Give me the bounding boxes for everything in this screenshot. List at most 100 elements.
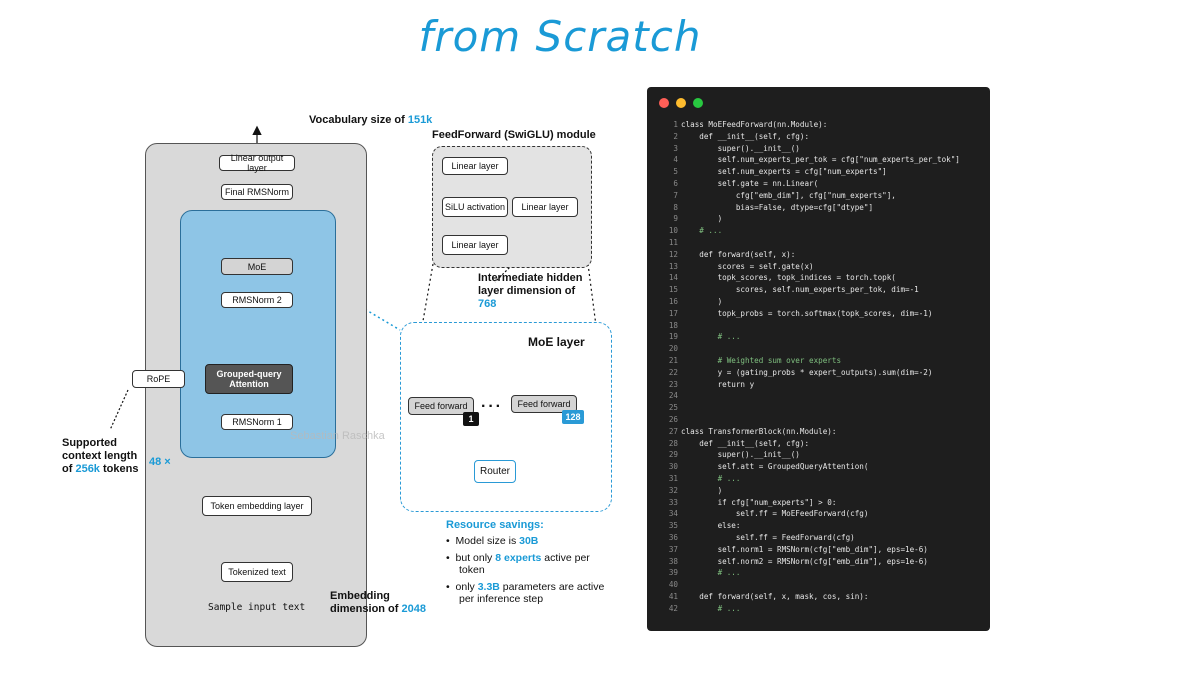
code-text: def forward(self, x):: [681, 249, 796, 259]
tokenized-text: Tokenized text: [221, 562, 293, 582]
code-text: self.norm1 = RMSNorm(cfg["emb_dim"], eps…: [681, 544, 928, 554]
vocab-annotation: Vocabulary size of 151k: [309, 114, 432, 127]
context-line-1: Supported: [62, 437, 117, 449]
code-text: return y: [681, 379, 755, 389]
expert-badge-1: 1: [463, 412, 479, 426]
line-number: 31: [668, 474, 678, 483]
line-number: 39: [668, 568, 678, 578]
code-text: self.norm2 = RMSNorm(cfg["emb_dim"], eps…: [681, 556, 928, 566]
ff-linear-top: Linear layer: [442, 157, 508, 175]
code-text: # Weighted sum over experts: [681, 356, 842, 365]
context-value: 256k: [75, 463, 100, 475]
code-window: [647, 87, 990, 631]
embedding-annotation: Embedding dimension of 2048: [330, 590, 426, 616]
code-line: 35 else:: [652, 521, 741, 531]
line-number: 29: [668, 450, 678, 460]
resource-item-3-line-2: per inference step: [459, 593, 544, 605]
hidden-line-1: Intermediate hidden: [478, 272, 583, 284]
code-line: 42 # ...: [652, 603, 741, 614]
line-number: 8: [673, 202, 678, 212]
resource-item-2-value: 8 experts: [495, 551, 542, 564]
line-number: 13: [668, 261, 678, 271]
code-text: def __init__(self, cfg):: [681, 131, 810, 141]
linear-output-layer: Linear output layer: [219, 153, 295, 173]
code-line: 12 def forward(self, x):: [652, 250, 795, 260]
code-text: y = (gating_probs * expert_outputs).sum(…: [681, 367, 933, 377]
resource-list: • Model size is 30B • but only 8 experts…: [446, 535, 604, 606]
context-line-2: context length: [62, 450, 138, 462]
code-text: # ...: [681, 474, 741, 483]
hidden-line-2: layer dimension of: [478, 285, 576, 297]
resource-item-3-text: only: [455, 580, 478, 593]
code-line: 26: [652, 415, 681, 425]
line-number: 9: [673, 214, 678, 224]
line-number: 41: [668, 592, 678, 601]
code-line: 25: [652, 403, 681, 413]
line-number: 26: [668, 415, 678, 424]
line-number: 27: [668, 426, 678, 436]
code-text: else:: [681, 521, 741, 531]
code-line: 28 def __init__(self, cfg):: [652, 439, 809, 449]
code-line: 18: [652, 321, 681, 331]
line-number: 30: [668, 462, 678, 472]
code-text: self.num_experts_per_tok = cfg["num_expe…: [681, 155, 960, 165]
line-number: 16: [668, 297, 678, 306]
resource-savings: Resource savings: • Model size is 30B • …: [446, 519, 604, 606]
code-text: # ...: [681, 332, 741, 342]
vocab-label: Vocabulary size of: [309, 114, 408, 126]
code-line: 34 self.ff = MoEFeedForward(cfg): [652, 509, 869, 519]
embedding-value: 2048: [401, 603, 426, 615]
code-line: 8 bias=False, dtype=cfg["dtype"]: [652, 203, 873, 213]
window-minimize-dot[interactable]: [676, 98, 686, 108]
line-number: 22: [668, 367, 678, 377]
code-text: cfg["emb_dim"], cfg["num_experts"],: [681, 190, 896, 200]
line-number: 34: [668, 509, 678, 519]
code-text: scores = self.gate(x): [681, 261, 814, 271]
ellipsis: ···: [481, 398, 503, 415]
code-line: 17 topk_probs = torch.softmax(topk_score…: [652, 309, 933, 319]
window-maximize-dot[interactable]: [693, 98, 703, 108]
rmsnorm-2: RMSNorm 2: [221, 292, 293, 308]
code-line: 30 self.att = GroupedQueryAttention(: [652, 462, 869, 472]
code-line: 37 self.norm1 = RMSNorm(cfg["emb_dim"], …: [652, 545, 928, 555]
line-number: 5: [673, 167, 678, 177]
code-text: if cfg["num_experts"] > 0:: [681, 497, 837, 507]
resource-item-2-text: but only: [455, 551, 496, 564]
code-line: 7 cfg["emb_dim"], cfg["num_experts"],: [652, 190, 896, 201]
code-line: 13 scores = self.gate(x): [652, 262, 814, 272]
code-line: 9 ): [652, 214, 722, 224]
code-line: 38 self.norm2 = RMSNorm(cfg["emb_dim"], …: [652, 557, 928, 567]
line-number: 15: [668, 285, 678, 295]
context-suffix: tokens: [99, 463, 139, 475]
repeat-count: 48 ×: [149, 456, 171, 468]
router-box: Router: [474, 460, 516, 483]
code-text: # ...: [681, 603, 741, 613]
embedding-line-1: Embedding: [330, 590, 390, 602]
resource-item-2-suffix: active per: [541, 551, 590, 564]
grouped-query-attention: Grouped-query Attention: [205, 364, 293, 394]
resource-item-3-suffix: parameters are active: [499, 580, 605, 593]
hidden-value: 768: [478, 298, 497, 310]
code-text: def forward(self, x, mask, cos, sin):: [681, 592, 869, 601]
code-text: # ...: [681, 226, 723, 236]
resource-item-2-line-2: token: [459, 564, 485, 576]
code-text: # ...: [681, 568, 741, 578]
code-line: 19 # ...: [652, 332, 741, 342]
embedding-prefix: dimension of: [330, 603, 402, 615]
rope-box: RoPE: [132, 370, 185, 388]
line-number: 32: [668, 485, 678, 495]
code-line: 15 scores, self.num_experts_per_tok, dim…: [652, 285, 919, 295]
code-text: ): [681, 214, 723, 224]
code-line: 4 self.num_experts_per_tok = cfg["num_ex…: [652, 155, 960, 165]
resource-item-1: • Model size is 30B: [446, 535, 539, 547]
window-close-dot[interactable]: [659, 98, 669, 108]
resource-item-3: • only 3.3B parameters are active: [446, 580, 605, 593]
page-title: from Scratch: [418, 12, 702, 61]
line-number: 25: [668, 403, 678, 413]
ff-linear-bottom: Linear layer: [442, 235, 508, 255]
moe-layer-title: MoE layer: [528, 335, 585, 349]
line-number: 2: [673, 131, 678, 141]
line-number: 24: [668, 391, 678, 401]
